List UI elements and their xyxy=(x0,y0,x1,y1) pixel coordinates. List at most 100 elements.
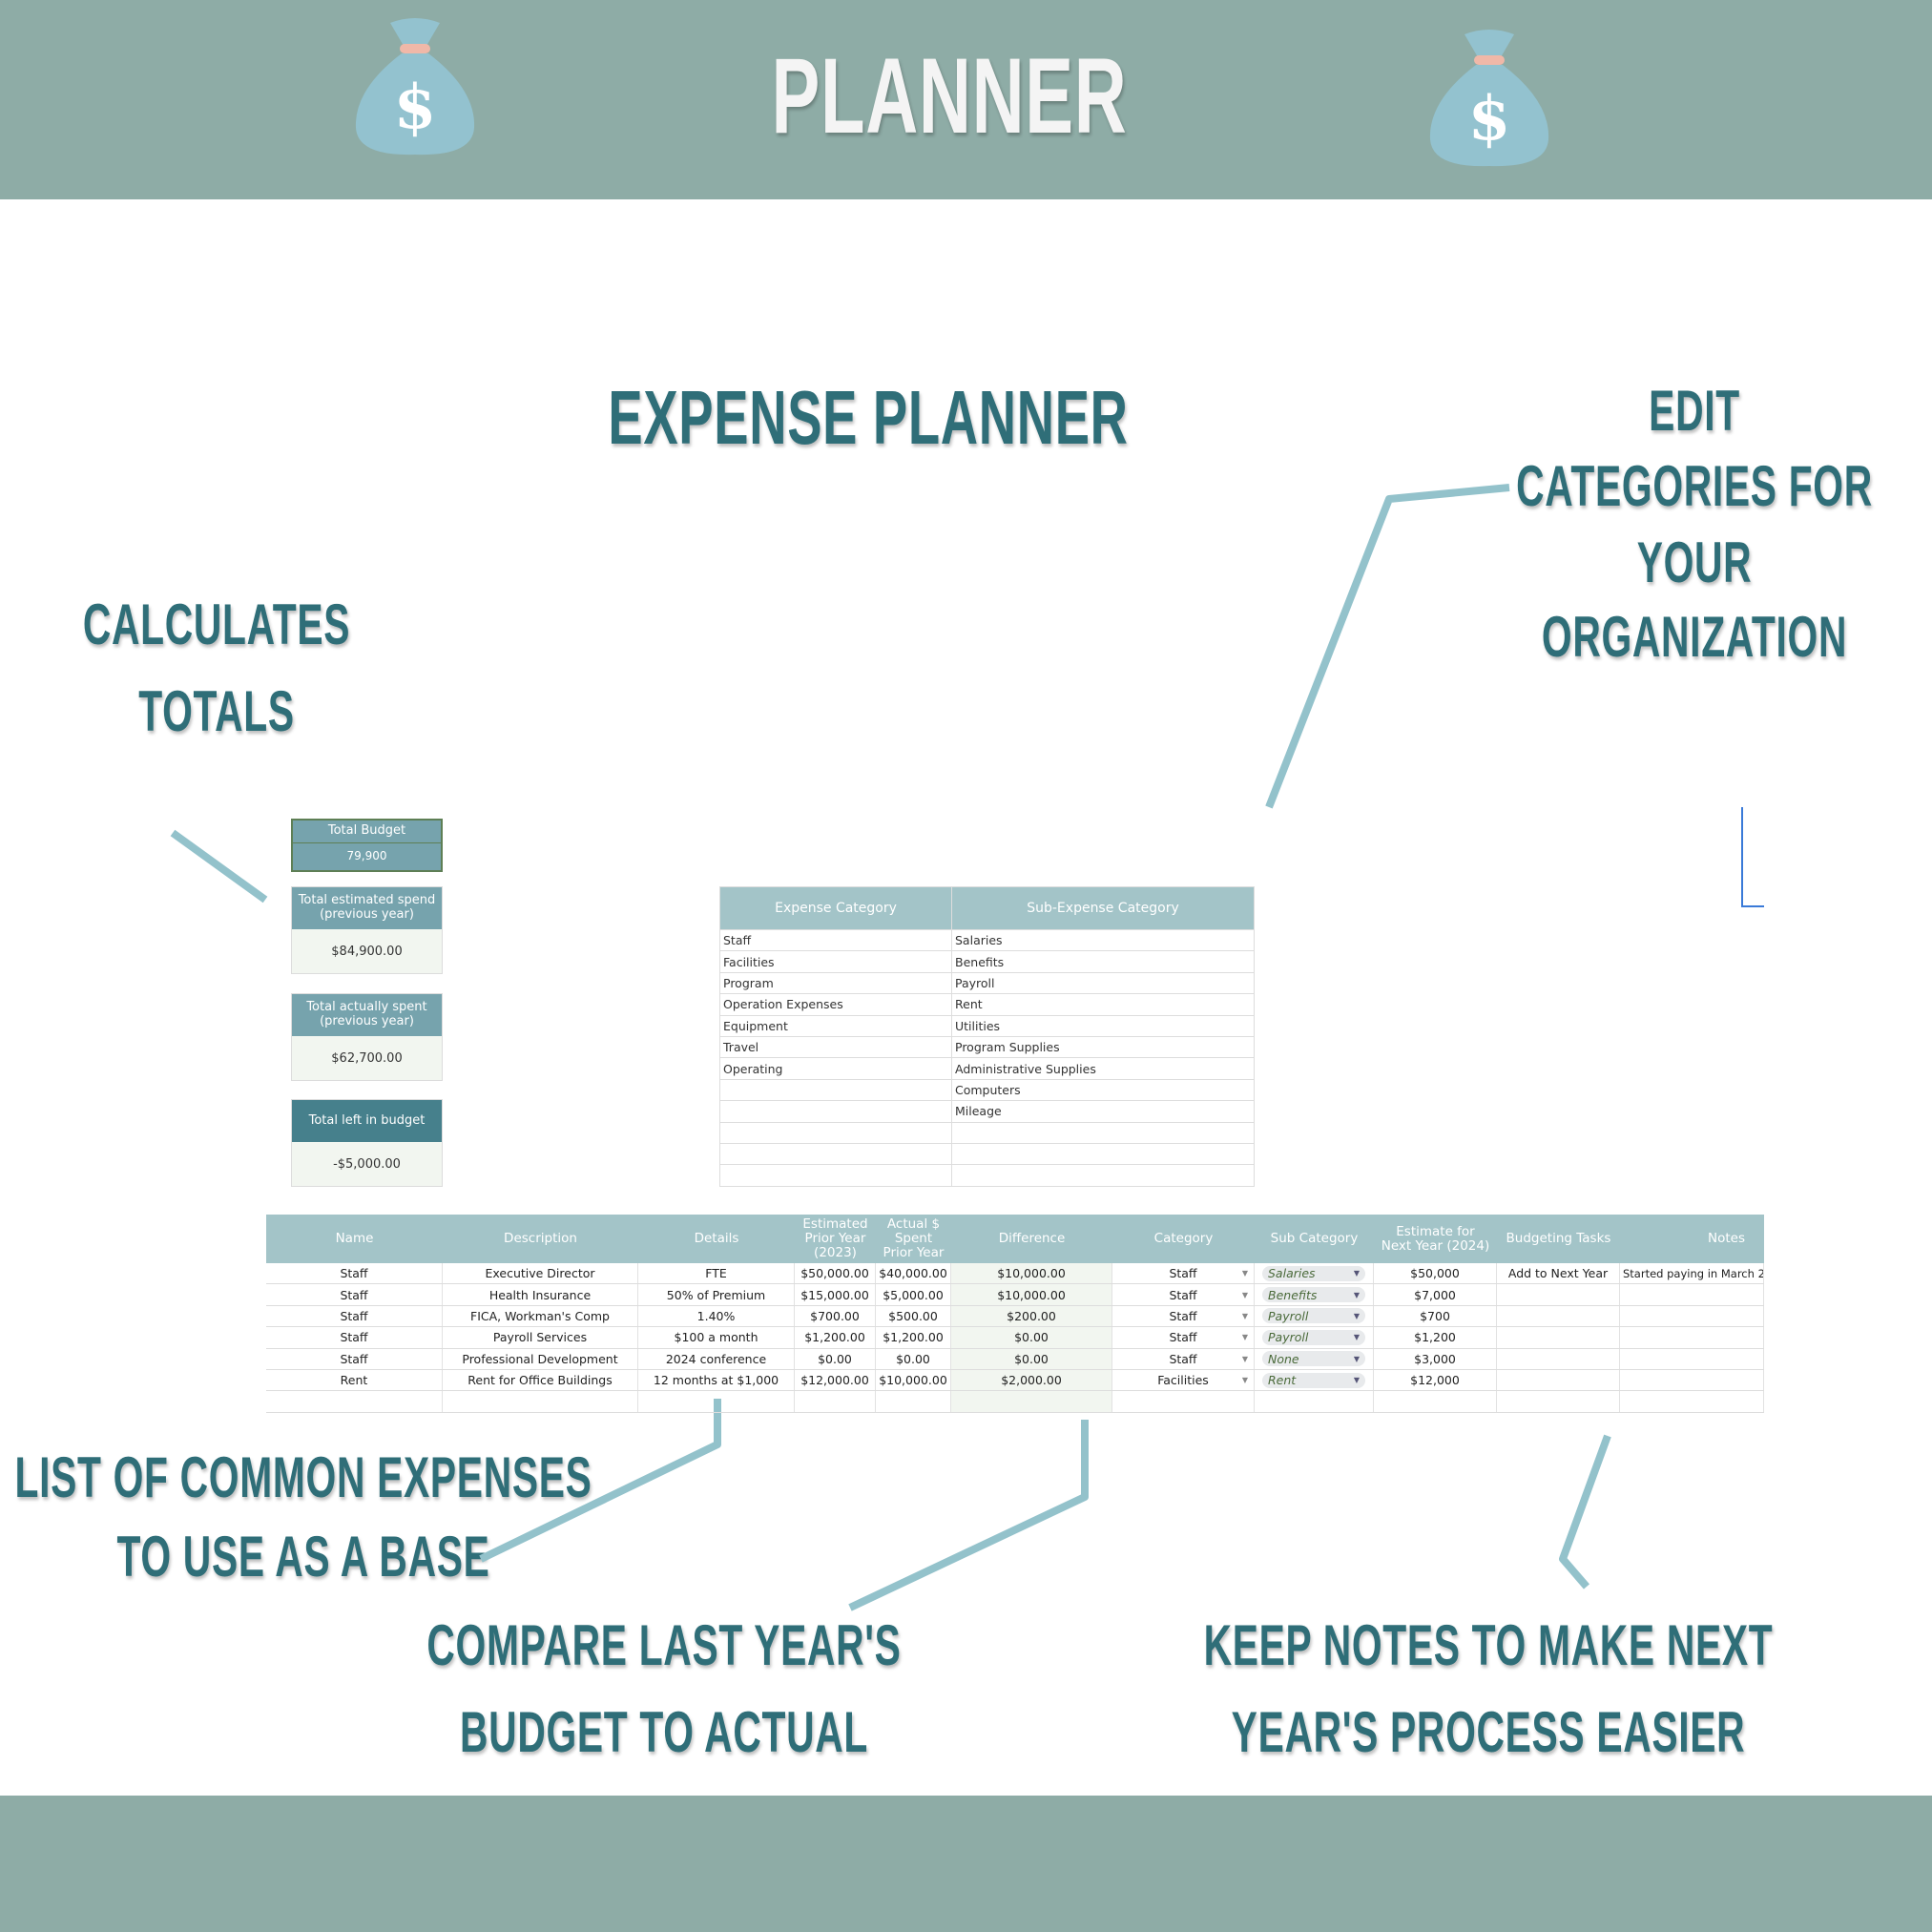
expense-category-cell[interactable] xyxy=(720,1122,952,1143)
sub-expense-category-cell[interactable]: Mileage xyxy=(955,1104,1002,1119)
sub-expense-category-cell[interactable]: Payroll xyxy=(955,975,995,990)
expense-category-cell[interactable] xyxy=(720,1079,952,1101)
actual-prior-cell[interactable]: $0.00 xyxy=(876,1348,951,1369)
expense-category-cell[interactable]: Operation Expenses xyxy=(720,994,952,1015)
description-cell[interactable]: Payroll Services xyxy=(443,1327,638,1348)
name-cell[interactable]: Staff xyxy=(266,1305,443,1327)
sub-expense-category-cell[interactable] xyxy=(952,1165,1254,1185)
notes-cell[interactable]: Started paying in March 2023 xyxy=(1620,1263,1764,1284)
budgeting-tasks-cell[interactable] xyxy=(1497,1391,1620,1412)
sub-category-dropdown[interactable]: Salaries▼ xyxy=(1262,1265,1365,1281)
category-cell[interactable]: Staff▼ xyxy=(1112,1305,1255,1327)
estimate-next-cell[interactable]: $7,000 xyxy=(1374,1284,1497,1305)
sub-expense-category-cell[interactable]: Salaries xyxy=(955,933,1003,948)
estimate-next-cell[interactable]: $3,000 xyxy=(1374,1348,1497,1369)
actual-prior-cell[interactable]: $500.00 xyxy=(876,1305,951,1327)
notes-cell[interactable] xyxy=(1620,1327,1764,1348)
name-cell[interactable]: Staff xyxy=(266,1327,443,1348)
expense-category-cell[interactable] xyxy=(720,1143,952,1165)
actual-prior-cell[interactable]: $40,000.00 xyxy=(876,1263,951,1284)
sub-category-cell[interactable]: Rent▼ xyxy=(1255,1369,1374,1391)
expense-category-cell[interactable]: Equipment xyxy=(720,1015,952,1036)
actual-prior-cell[interactable]: $1,200.00 xyxy=(876,1327,951,1348)
chevron-down-icon[interactable]: ▼ xyxy=(1241,1354,1248,1363)
actual-prior-cell[interactable]: $5,000.00 xyxy=(876,1284,951,1305)
description-cell[interactable]: Executive Director xyxy=(443,1263,638,1284)
name-cell[interactable]: Rent xyxy=(266,1369,443,1391)
total-budget-value[interactable]: 79,900 xyxy=(293,843,441,870)
sub-expense-category-cell[interactable]: Rent xyxy=(955,997,983,1012)
description-cell[interactable]: Professional Development xyxy=(443,1348,638,1369)
expense-category-cell[interactable]: Facilities xyxy=(720,951,952,972)
budgeting-tasks-cell[interactable] xyxy=(1497,1348,1620,1369)
sub-category-dropdown[interactable]: Benefits▼ xyxy=(1262,1287,1365,1303)
sub-category-cell[interactable]: Salaries▼ xyxy=(1255,1263,1374,1284)
category-cell[interactable]: Facilities▼ xyxy=(1112,1369,1255,1391)
details-cell[interactable]: 50% of Premium xyxy=(638,1284,795,1305)
sub-category-dropdown[interactable]: Payroll▼ xyxy=(1262,1308,1365,1324)
details-cell[interactable]: 2024 conference xyxy=(638,1348,795,1369)
category-cell[interactable]: Staff▼ xyxy=(1112,1263,1255,1284)
sub-expense-category-cell[interactable]: Administrative Supplies xyxy=(955,1061,1096,1076)
sub-expense-category-cell[interactable] xyxy=(952,1123,1254,1143)
chevron-down-icon[interactable]: ▼ xyxy=(1241,1269,1248,1278)
description-cell[interactable]: FICA, Workman's Comp xyxy=(443,1305,638,1327)
description-cell[interactable] xyxy=(443,1391,638,1412)
estimated-prior-cell[interactable]: $15,000.00 xyxy=(795,1284,876,1305)
budgeting-tasks-cell[interactable] xyxy=(1497,1369,1620,1391)
name-cell[interactable] xyxy=(266,1391,443,1412)
actual-prior-cell[interactable] xyxy=(876,1391,951,1412)
chevron-down-icon[interactable]: ▼ xyxy=(1241,1290,1248,1299)
sub-category-dropdown[interactable]: Payroll▼ xyxy=(1262,1329,1365,1345)
notes-cell[interactable] xyxy=(1620,1305,1764,1327)
sub-category-cell[interactable]: Payroll▼ xyxy=(1255,1305,1374,1327)
category-cell[interactable]: Staff▼ xyxy=(1112,1284,1255,1305)
expense-category-cell[interactable]: Travel xyxy=(720,1036,952,1058)
sub-category-dropdown[interactable]: None▼ xyxy=(1262,1351,1365,1367)
sub-expense-category-cell[interactable]: Benefits xyxy=(955,954,1005,969)
sub-expense-category-cell[interactable]: Utilities xyxy=(955,1018,1001,1033)
description-cell[interactable]: Rent for Office Buildings xyxy=(443,1369,638,1391)
notes-cell[interactable] xyxy=(1620,1369,1764,1391)
chevron-down-icon[interactable]: ▼ xyxy=(1241,1311,1248,1320)
details-cell[interactable]: FTE xyxy=(638,1263,795,1284)
sub-category-cell[interactable] xyxy=(1255,1391,1374,1412)
expense-category-cell[interactable]: Program xyxy=(720,972,952,994)
chevron-down-icon[interactable]: ▼ xyxy=(1241,1376,1248,1385)
details-cell[interactable]: 1.40% xyxy=(638,1305,795,1327)
budgeting-tasks-cell[interactable] xyxy=(1497,1327,1620,1348)
sub-category-cell[interactable]: None▼ xyxy=(1255,1348,1374,1369)
details-cell[interactable]: 12 months at $1,000 xyxy=(638,1369,795,1391)
chevron-down-icon[interactable]: ▼ xyxy=(1241,1333,1248,1342)
notes-cell[interactable] xyxy=(1620,1348,1764,1369)
details-cell[interactable]: $100 a month xyxy=(638,1327,795,1348)
estimate-next-cell[interactable] xyxy=(1374,1391,1497,1412)
sub-expense-category-cell[interactable] xyxy=(952,1144,1254,1164)
actual-prior-cell[interactable]: $10,000.00 xyxy=(876,1369,951,1391)
sub-category-cell[interactable]: Benefits▼ xyxy=(1255,1284,1374,1305)
estimate-next-cell[interactable]: $1,200 xyxy=(1374,1327,1497,1348)
estimate-next-cell[interactable]: $12,000 xyxy=(1374,1369,1497,1391)
estimate-next-cell[interactable]: $700 xyxy=(1374,1305,1497,1327)
category-cell[interactable] xyxy=(1112,1391,1255,1412)
sub-expense-category-cell[interactable]: Computers xyxy=(955,1082,1021,1097)
expense-category-cell[interactable]: Operating xyxy=(720,1058,952,1079)
name-cell[interactable]: Staff xyxy=(266,1284,443,1305)
name-cell[interactable]: Staff xyxy=(266,1263,443,1284)
category-cell[interactable]: Staff▼ xyxy=(1112,1327,1255,1348)
estimated-prior-cell[interactable]: $12,000.00 xyxy=(795,1369,876,1391)
estimated-prior-cell[interactable]: $700.00 xyxy=(795,1305,876,1327)
notes-cell[interactable] xyxy=(1620,1391,1764,1412)
budgeting-tasks-cell[interactable]: Add to Next Year xyxy=(1497,1263,1620,1284)
sub-category-cell[interactable]: Payroll▼ xyxy=(1255,1327,1374,1348)
estimate-next-cell[interactable]: $50,000 xyxy=(1374,1263,1497,1284)
sub-expense-category-cell[interactable]: Program Supplies xyxy=(955,1040,1060,1055)
description-cell[interactable]: Health Insurance xyxy=(443,1284,638,1305)
total-budget-card[interactable]: Total Budget 79,900 xyxy=(291,819,443,872)
expense-category-cell[interactable] xyxy=(720,1165,952,1186)
estimated-prior-cell[interactable] xyxy=(795,1391,876,1412)
expense-category-cell[interactable] xyxy=(720,1101,952,1122)
sub-category-dropdown[interactable]: Rent▼ xyxy=(1262,1372,1365,1388)
name-cell[interactable]: Staff xyxy=(266,1348,443,1369)
details-cell[interactable] xyxy=(638,1391,795,1412)
